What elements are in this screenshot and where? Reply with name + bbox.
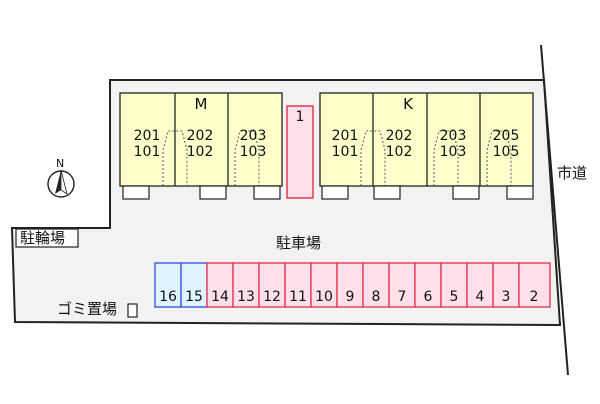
- bicycle-parking-label: 駐輪場: [20, 229, 66, 247]
- parking-space-11-outline: [284, 262, 312, 308]
- unit-upper: 202: [186, 128, 214, 144]
- parking-space-number: 13: [237, 289, 255, 305]
- balcony: [122, 185, 150, 200]
- parking-space-2-outline: [518, 262, 551, 308]
- parking-space-number: 11: [289, 289, 307, 305]
- parking-space-8-outline: [362, 262, 390, 308]
- parking-space-number: 14: [211, 289, 229, 305]
- building-m-name: M: [194, 95, 208, 113]
- bicycle-parking-box: [15, 228, 79, 248]
- parking-space-3-outline: [492, 262, 520, 308]
- parking-space-1-outline: [286, 105, 314, 199]
- road-edge-line: [540, 44, 569, 376]
- parking-space-number: 3: [501, 289, 511, 305]
- parking-space-number: 5: [449, 289, 459, 305]
- stair-outline: [234, 130, 260, 186]
- balcony: [506, 185, 534, 200]
- unit-upper: 203: [439, 128, 467, 144]
- unit-upper: 201: [133, 128, 161, 144]
- unit-lower: 102: [186, 144, 214, 160]
- unit-upper: 205: [492, 128, 520, 144]
- balcony: [373, 185, 401, 200]
- parking-space-10-outline: [310, 262, 338, 308]
- unit-upper: 203: [239, 128, 267, 144]
- parking-space-number: 16: [159, 289, 177, 305]
- balcony: [199, 185, 227, 200]
- parking-space-16-outline: [154, 262, 182, 308]
- unit-lower: 103: [439, 144, 467, 160]
- garbage-box-icon: [127, 303, 138, 318]
- north-label: N: [56, 157, 65, 170]
- parking-space-number: 15: [185, 289, 203, 305]
- parking-space-number: 10: [315, 289, 333, 305]
- parking-space-14-outline: [206, 262, 234, 308]
- unit-upper: 201: [331, 128, 359, 144]
- unit-lower: 101: [331, 144, 359, 160]
- building-m-outline: [119, 92, 283, 187]
- unit-lower: 101: [133, 144, 161, 160]
- stair-outline: [360, 130, 386, 186]
- parking-space-number: 8: [371, 289, 381, 305]
- unit-lower: 103: [239, 144, 267, 160]
- parking-space-1-number: 1: [295, 109, 305, 125]
- stair-outline: [486, 130, 512, 186]
- parking-space-number: 12: [263, 289, 281, 305]
- balcony: [321, 185, 349, 200]
- balcony: [253, 185, 281, 200]
- north-compass-icon: [47, 169, 75, 198]
- parking-space-15-outline: [180, 262, 208, 308]
- parking-lot-label: 駐車場: [276, 234, 322, 252]
- balcony: [452, 185, 480, 200]
- parking-space-5-outline: [440, 262, 468, 308]
- unit-lower: 102: [385, 144, 413, 160]
- unit-lower: 105: [492, 144, 520, 160]
- stair-outline: [433, 130, 459, 186]
- unit-upper: 202: [385, 128, 413, 144]
- parking-space-12-outline: [258, 262, 286, 308]
- parking-space-number: 7: [397, 289, 407, 305]
- city-road-label: 市道: [557, 164, 588, 182]
- parking-space-number: 9: [345, 289, 355, 305]
- parking-space-4-outline: [466, 262, 494, 308]
- garbage-area-label: ゴミ置場: [57, 300, 118, 318]
- parking-space-number: 2: [529, 289, 539, 305]
- building-k-name: K: [403, 95, 413, 113]
- parking-space-number: 4: [475, 289, 485, 305]
- parking-space-number: 6: [423, 289, 433, 305]
- stair-outline: [162, 130, 188, 186]
